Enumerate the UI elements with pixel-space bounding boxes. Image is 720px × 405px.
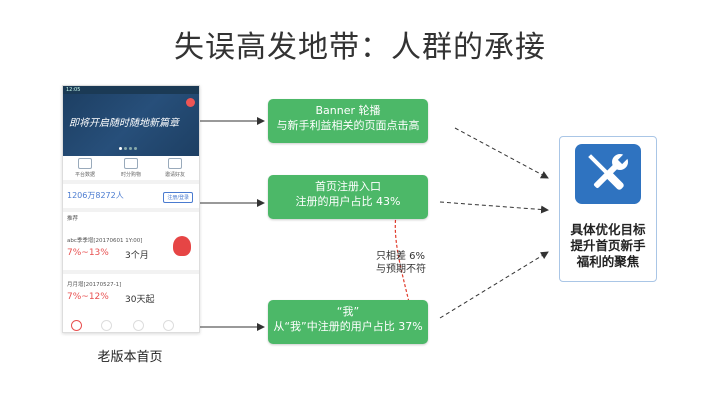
avatar-icon [186, 98, 195, 107]
gift-icon [168, 158, 182, 169]
product-2-term: 30天起 [125, 295, 155, 305]
target-line-3: 福利的聚焦 [576, 254, 640, 269]
product-2-rate: 7%~12% [67, 292, 109, 302]
dashed-arrow-3 [439, 251, 549, 319]
box-me-title: “我” [336, 305, 360, 318]
phone-caption: 老版本首页 [97, 350, 163, 365]
box-register-title: 首页注册入口 [315, 180, 381, 193]
quick-item-shopping: 时分购物 [111, 158, 151, 178]
product-1-rate: 7%~13% [67, 248, 109, 258]
tab-invest-icon [101, 320, 112, 331]
product-1-term: 3个月 [125, 251, 149, 261]
box-banner-desc: 与新手利益相关的页面点击高 [276, 119, 420, 132]
status-bar: 12:05 [63, 86, 199, 94]
carousel-dots [119, 145, 139, 152]
optimization-target-text: 具体优化目标 提升首页新手 福利的聚焦 [559, 222, 657, 270]
tab-discover-icon [133, 320, 144, 331]
dashed-arrow-1 [454, 127, 549, 179]
lucky-bag-icon [173, 236, 191, 256]
quick-item-platform: 平台数据 [65, 158, 105, 178]
bottom-tab-bar [63, 318, 199, 332]
box-banner: Banner 轮播 与新手利益相关的页面点击高 [268, 99, 428, 143]
bag-icon [124, 158, 138, 169]
product-1-title: abc季季增[20170601 1Y:00] [67, 238, 143, 244]
banner-carousel: 即将开启随时随地新篇章 [63, 94, 199, 156]
monitor-icon [78, 158, 92, 169]
box-me: “我” 从“我”中注册的用户占比 37% [268, 300, 428, 344]
register-button: 注册/登录 [163, 192, 193, 203]
box-register-entry: 首页注册入口 注册的用户占比 43% [268, 175, 428, 219]
old-homepage-screenshot: 12:05 即将开启随时随地新篇章 平台数据 时分购物 邀请好友 1206万82… [62, 85, 200, 333]
target-line-2: 提升首页新手 [570, 238, 646, 253]
page-title: 失误高发地带：人群的承接 [174, 30, 546, 65]
difference-note: 只相差 6% 与预期不符 [376, 250, 426, 276]
box-register-desc: 注册的用户占比 43% [295, 195, 401, 208]
note-line-1: 只相差 6% [376, 251, 426, 262]
box-me-desc: 从“我”中注册的用户占比 37% [273, 320, 423, 333]
banner-text: 即将开启随时随地新篇章 [69, 118, 179, 129]
product-2-title: 月月增[20170527-1] [67, 282, 122, 288]
quick-item-invite: 邀请好友 [155, 158, 195, 178]
user-count: 1206万8272人 [67, 191, 124, 200]
tools-icon [575, 144, 641, 204]
dashed-arrow-2 [439, 201, 549, 214]
target-line-1: 具体优化目标 [570, 222, 646, 237]
tab-home-icon [71, 320, 82, 331]
tab-me-icon [163, 320, 174, 331]
box-banner-title: Banner 轮播 [315, 104, 381, 117]
recommend-label: 推荐 [67, 216, 79, 222]
note-line-2: 与预期不符 [376, 264, 426, 275]
